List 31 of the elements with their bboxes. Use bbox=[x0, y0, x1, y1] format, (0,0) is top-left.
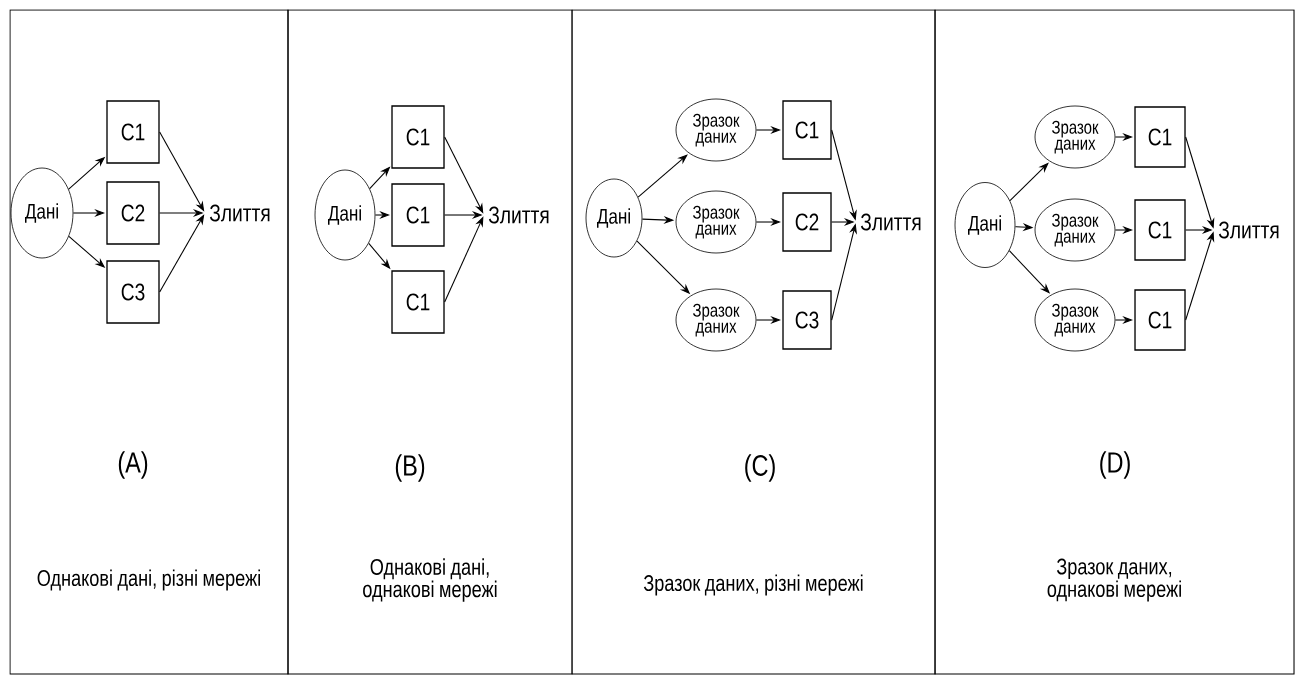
arrow bbox=[159, 131, 205, 212]
panel-letter: (A) bbox=[118, 451, 148, 479]
arrow bbox=[159, 214, 205, 293]
network-box: C1 bbox=[391, 183, 445, 247]
panel-caption: Зразок даних, однакові мережі bbox=[1047, 558, 1181, 602]
panel-letter: (D) bbox=[1100, 451, 1130, 479]
network-box: C3 bbox=[106, 260, 160, 324]
network-box: C2 bbox=[106, 181, 160, 245]
arrow bbox=[637, 154, 688, 198]
merge-label: Злиття bbox=[488, 206, 549, 224]
merge-label: Злиття bbox=[209, 204, 270, 222]
panel bbox=[571, 9, 936, 675]
panel-caption: Зразок даних, різні мережі bbox=[643, 574, 863, 596]
network-box: C1 bbox=[1134, 199, 1186, 261]
panel-letter: (B) bbox=[395, 454, 425, 482]
merge-label: Злиття bbox=[1218, 221, 1279, 239]
panel-caption: Однакові дані, різні мережі bbox=[37, 569, 260, 591]
network-box: C1 bbox=[782, 100, 832, 160]
network-box: C3 bbox=[782, 290, 832, 350]
network-box: C1 bbox=[1134, 106, 1186, 168]
panel-caption: Однакові дані, однакові мережі bbox=[363, 558, 497, 602]
merge-label: Злиття bbox=[860, 213, 921, 231]
panel bbox=[934, 9, 1295, 675]
network-box: C1 bbox=[391, 270, 445, 334]
network-box: C1 bbox=[106, 100, 160, 164]
panel bbox=[287, 9, 573, 675]
panel bbox=[9, 9, 289, 675]
network-box: C1 bbox=[1134, 289, 1186, 351]
panel-letter: (C) bbox=[745, 454, 775, 482]
network-box: C2 bbox=[782, 192, 832, 252]
network-box: C1 bbox=[391, 105, 445, 169]
